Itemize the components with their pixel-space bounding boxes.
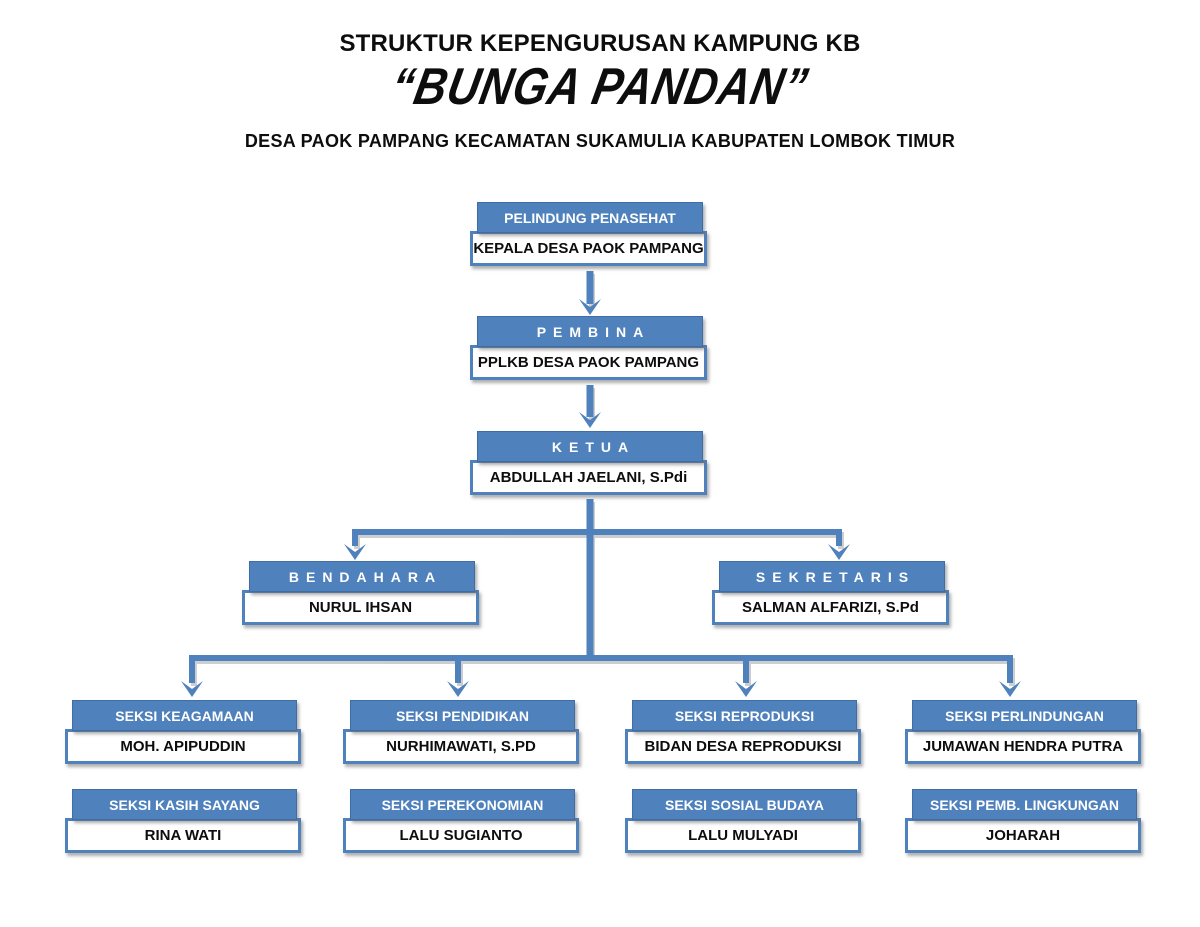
- unit-title-bar: SEKSI PEMB. LINGKUNGAN: [912, 789, 1137, 820]
- unit-title-bar: SEKSI SOSIAL BUDAYA: [632, 789, 857, 820]
- unit-title-bar: PELINDUNG PENASEHAT: [477, 202, 703, 233]
- org-unit-pembina: PEMBINA PPLKB DESA PAOK PAMPANG: [470, 316, 707, 380]
- unit-title-label: SEKRETARIS: [755, 568, 916, 585]
- arrow-down-icon: [344, 544, 366, 560]
- unit-title-label: SEKSI KEAGAMAAN: [115, 707, 254, 724]
- page-title: STRUKTUR KEPENGURUSAN KAMPUNG KB: [339, 30, 861, 57]
- unit-title-label: PEMBINA: [536, 323, 651, 340]
- org-unit-seksi-reproduksi: SEKSI REPRODUKSI BIDAN DESA REPRODUKSI: [625, 700, 861, 764]
- unit-name-label: JUMAWAN HENDRA PUTRA: [922, 738, 1124, 755]
- unit-name-box: LALU SUGIANTO: [343, 818, 579, 853]
- unit-name-label: BIDAN DESA REPRODUKSI: [644, 738, 842, 755]
- org-unit-seksi-keagamaan: SEKSI KEAGAMAAN MOH. APIPUDDIN: [65, 700, 301, 764]
- unit-title-bar: BENDAHARA: [249, 561, 475, 592]
- unit-name-label: NURUL IHSAN: [308, 599, 413, 616]
- unit-title-label: PELINDUNG PENASEHAT: [504, 209, 676, 226]
- unit-name-label: ABDULLAH JAELANI, S.Pdi: [489, 469, 688, 486]
- unit-name-label: KEPALA DESA PAOK PAMPANG: [473, 240, 704, 257]
- unit-title-label: SEKSI PEMB. LINGKUNGAN: [929, 796, 1119, 813]
- unit-title-bar: SEKSI PEREKONOMIAN: [350, 789, 575, 820]
- unit-title-label: SEKSI REPRODUKSI: [674, 707, 815, 724]
- unit-name-label: JOHARAH: [985, 827, 1061, 844]
- unit-title-bar: SEKSI PENDIDIKAN: [350, 700, 575, 731]
- unit-name-box: MOH. APIPUDDIN: [65, 729, 301, 764]
- unit-name-box: ABDULLAH JAELANI, S.Pdi: [470, 460, 707, 495]
- arrowheads: [181, 299, 1021, 697]
- unit-title-label: SEKSI PEREKONOMIAN: [381, 796, 544, 813]
- org-unit-sekretaris: SEKRETARIS SALMAN ALFARIZI, S.Pd: [712, 561, 949, 625]
- unit-name-box: BIDAN DESA REPRODUKSI: [625, 729, 861, 764]
- unit-title-bar: SEKSI KASIH SAYANG: [72, 789, 297, 820]
- org-unit-seksi-pemb-lingkungan: SEKSI PEMB. LINGKUNGAN JOHARAH: [905, 789, 1141, 853]
- org-unit-seksi-perekonomian: SEKSI PEREKONOMIAN LALU SUGIANTO: [343, 789, 579, 853]
- unit-title-label: BENDAHARA: [288, 568, 443, 585]
- unit-name-box: JUMAWAN HENDRA PUTRA: [905, 729, 1141, 764]
- org-unit-ketua: KETUA ABDULLAH JAELANI, S.Pdi: [470, 431, 707, 495]
- unit-title-label: SEKSI SOSIAL BUDAYA: [665, 796, 824, 813]
- unit-title-bar: SEKRETARIS: [719, 561, 945, 592]
- org-unit-seksi-pendidikan: SEKSI PENDIDIKAN NURHIMAWATI, S.PD: [343, 700, 579, 764]
- unit-title-label: SEKSI KASIH SAYANG: [109, 796, 260, 813]
- unit-name-box: KEPALA DESA PAOK PAMPANG: [470, 231, 707, 266]
- unit-name-box: NURHIMAWATI, S.PD: [343, 729, 579, 764]
- arrow-down-icon: [579, 412, 601, 428]
- unit-name-label: SALMAN ALFARIZI, S.Pd: [742, 599, 919, 616]
- arrow-down-icon: [828, 544, 850, 560]
- unit-name-label: RINA WATI: [144, 827, 222, 844]
- arrow-down-icon: [447, 681, 469, 697]
- unit-title-bar: PEMBINA: [477, 316, 703, 347]
- arrow-down-icon: [181, 681, 203, 697]
- connector-row-seksi: [189, 655, 1013, 683]
- org-unit-bendahara: BENDAHARA NURUL IHSAN: [242, 561, 479, 625]
- unit-name-label: LALU MULYADI: [688, 827, 798, 844]
- unit-name-box: SALMAN ALFARIZI, S.Pd: [712, 590, 949, 625]
- unit-name-label: PPLKB DESA PAOK PAMPANG: [477, 354, 700, 371]
- unit-title-bar: SEKSI KEAGAMAAN: [72, 700, 297, 731]
- unit-name-box: LALU MULYADI: [625, 818, 861, 853]
- unit-name-box: RINA WATI: [65, 818, 301, 853]
- org-unit-seksi-perlindungan: SEKSI PERLINDUNGAN JUMAWAN HENDRA PUTRA: [905, 700, 1141, 764]
- unit-name-box: PPLKB DESA PAOK PAMPANG: [470, 345, 707, 380]
- page-subtitle-location: DESA PAOK PAMPANG KECAMATAN SUKAMULIA KA…: [244, 131, 956, 151]
- unit-name-label: NURHIMAWATI, S.PD: [386, 738, 536, 755]
- org-unit-pelindung-penasehat: PELINDUNG PENASEHAT KEPALA DESA PAOK PAM…: [470, 202, 707, 266]
- unit-title-bar: SEKSI REPRODUKSI: [632, 700, 857, 731]
- unit-title-label: SEKSI PENDIDIKAN: [395, 707, 530, 724]
- unit-name-label: MOH. APIPUDDIN: [120, 738, 246, 755]
- arrow-down-icon: [579, 299, 601, 315]
- unit-title-bar: SEKSI PERLINDUNGAN: [912, 700, 1137, 731]
- org-unit-seksi-kasih-sayang: SEKSI KASIH SAYANG RINA WATI: [65, 789, 301, 853]
- org-unit-seksi-sosial-budaya: SEKSI SOSIAL BUDAYA LALU MULYADI: [625, 789, 861, 853]
- unit-title-label: SEKSI PERLINDUNGAN: [945, 707, 1104, 724]
- unit-name-box: JOHARAH: [905, 818, 1141, 853]
- unit-title-bar: KETUA: [477, 431, 703, 462]
- arrow-down-icon: [735, 681, 757, 697]
- connector-lines: [189, 271, 1013, 683]
- connector-row-bendahara-sekretaris: [352, 529, 842, 546]
- unit-name-box: NURUL IHSAN: [242, 590, 479, 625]
- arrow-down-icon: [999, 681, 1021, 697]
- unit-title-label: KETUA: [551, 438, 636, 455]
- unit-name-label: LALU SUGIANTO: [399, 827, 523, 844]
